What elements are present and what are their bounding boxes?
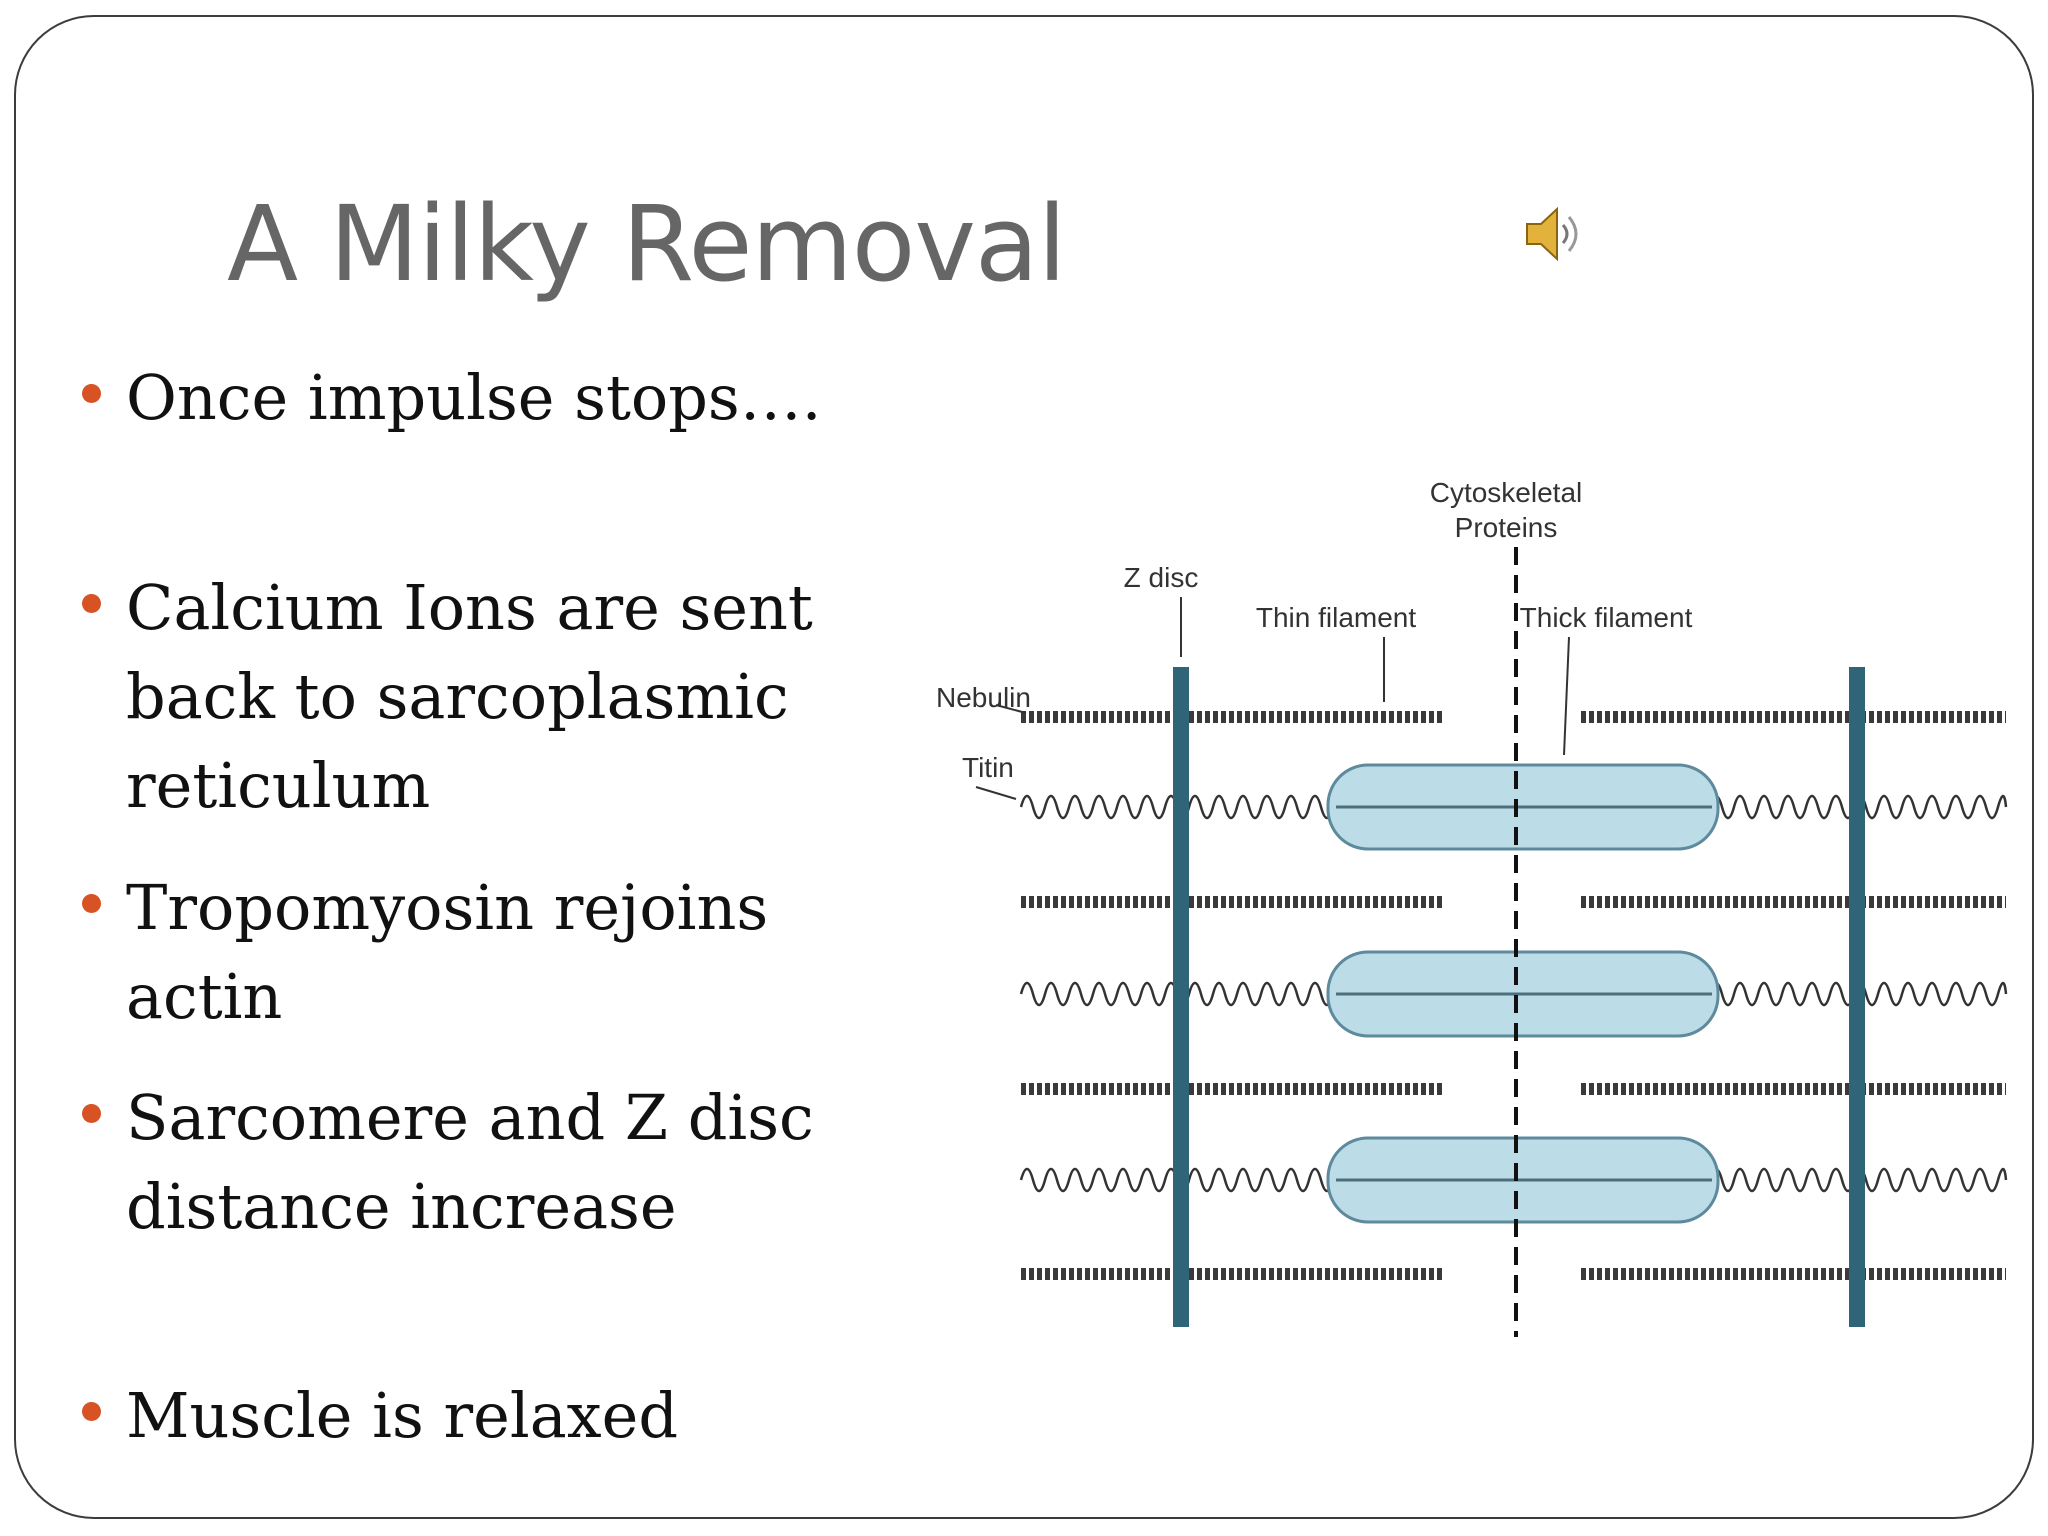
bullet-text: Once impulse stops…. [126, 361, 822, 434]
bullet-text: Sarcomere and Z disc distance increase [126, 1081, 814, 1243]
bullet-item: Sarcomere and Z disc distance increase [82, 1073, 886, 1251]
label-proteins: Proteins [1455, 512, 1558, 543]
speaker-icon[interactable] [1521, 199, 1591, 269]
bullet-dot [82, 1104, 101, 1123]
nebulin-pointer [995, 704, 1027, 714]
bullet-text: Calcium Ions are sent back to sarcoplasm… [126, 571, 813, 822]
slide-title: A Milky Removal [227, 183, 1067, 305]
label-titin: Titin [962, 752, 1014, 783]
label-z-disc: Z disc [1124, 562, 1199, 593]
label-thick-filament: Thick filament [1520, 602, 1693, 633]
bullet-dot [82, 594, 101, 613]
bullet-item: Calcium Ions are sent back to sarcoplasm… [82, 563, 886, 830]
z-disc-right [1849, 667, 1865, 1327]
bullet-dot [82, 384, 101, 403]
bullet-dot [82, 1402, 101, 1421]
z-disc-left [1173, 667, 1189, 1327]
label-cytoskeletal: Cytoskeletal [1430, 477, 1583, 508]
bullet-text: Muscle is relaxed [126, 1379, 679, 1452]
bullet-dot [82, 894, 101, 913]
slide-frame: A Milky Removal Once impulse stops…. Cal… [14, 15, 2034, 1519]
sarcomere-structures [975, 547, 2008, 1337]
sarcomere-diagram: Cytoskeletal Proteins Z disc Thin filame… [936, 477, 2008, 1337]
bullet-item: Muscle is relaxed [82, 1371, 886, 1460]
bullet-item: Once impulse stops…. [82, 353, 886, 442]
bullet-item: Tropomyosin rejoins actin [82, 863, 886, 1041]
label-thin-filament: Thin filament [1256, 602, 1417, 633]
titin-pointer [975, 786, 1017, 800]
bullet-text: Tropomyosin rejoins actin [126, 871, 769, 1033]
label-nebulin: Nebulin [936, 682, 1031, 713]
thick-filament-pointer [1563, 636, 1570, 756]
